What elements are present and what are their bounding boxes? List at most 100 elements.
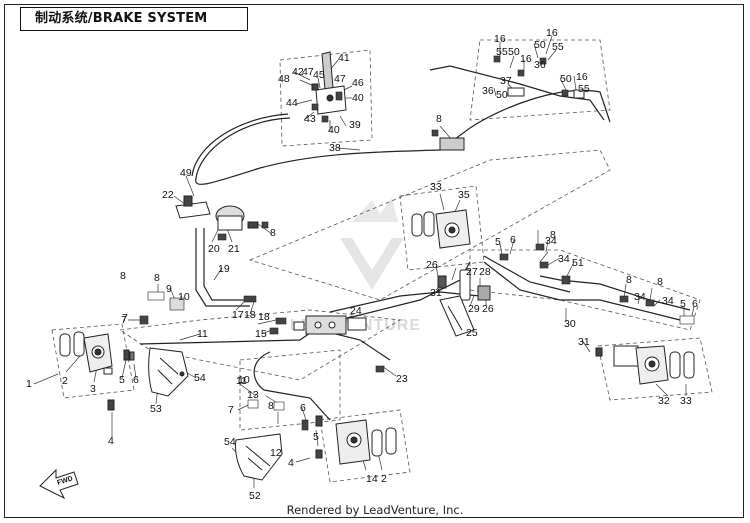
assembly-outlines xyxy=(51,39,713,483)
lower-connector-outline xyxy=(239,349,341,431)
line-to-rear-right xyxy=(539,275,691,311)
fwd-label: FWD xyxy=(56,475,73,487)
callout-52: 52 xyxy=(249,490,261,502)
callout-45: 45 xyxy=(313,69,325,81)
callout-48: 48 xyxy=(278,73,290,85)
callout-39: 39 xyxy=(349,119,361,131)
callout-33: 33 xyxy=(680,395,692,407)
callout-6: 6 xyxy=(300,402,306,414)
callout-19: 19 xyxy=(218,263,230,275)
callout-54: 54 xyxy=(224,436,236,448)
callout-18: 18 xyxy=(258,311,270,323)
callout-4: 4 xyxy=(288,457,294,469)
callout-18: 18 xyxy=(244,309,256,321)
brake-pad-left-a xyxy=(59,333,71,357)
callout-6: 6 xyxy=(692,298,698,310)
callout-7: 7 xyxy=(228,404,234,416)
callout-28: 28 xyxy=(479,266,491,278)
callout-17: 17 xyxy=(232,309,244,321)
callout-38: 38 xyxy=(329,142,341,154)
callout-12: 12 xyxy=(270,447,282,459)
callout-31: 31 xyxy=(430,287,442,299)
callout-3: 3 xyxy=(90,383,96,395)
diagram-title: 制动系统/BRAKE SYSTEM xyxy=(20,7,248,31)
callout-43: 43 xyxy=(304,113,316,125)
callout-32: 32 xyxy=(658,395,670,407)
callout-8: 8 xyxy=(154,272,160,284)
upper-group-outline xyxy=(248,149,611,301)
brake-line-19-inner xyxy=(203,228,250,301)
rear-line-30-inner xyxy=(483,255,571,293)
callout-34: 34 xyxy=(558,253,570,265)
callout-23: 23 xyxy=(396,373,408,385)
callout-11: 11 xyxy=(236,375,247,387)
callout-15: 15 xyxy=(255,328,267,340)
callout-2: 2 xyxy=(62,375,68,387)
callout-30: 30 xyxy=(564,318,576,330)
callout-40: 40 xyxy=(328,124,340,136)
callout-50: 50 xyxy=(560,73,572,85)
callout-22: 22 xyxy=(162,189,174,201)
callout-16: 16 xyxy=(546,27,558,39)
callout-7: 7 xyxy=(121,314,127,326)
callout-29: 29 xyxy=(468,303,480,315)
footer-credit: Rendered by LeadVenture, Inc. xyxy=(286,503,464,517)
callout-8: 8 xyxy=(626,274,632,286)
callout-36: 36 xyxy=(534,59,546,71)
callout-31: 31 xyxy=(578,336,590,348)
callout-35: 35 xyxy=(458,189,470,201)
callout-8: 8 xyxy=(550,229,556,241)
callout-8: 8 xyxy=(120,270,126,282)
callout-5: 5 xyxy=(495,236,501,248)
master-cylinder xyxy=(411,209,471,249)
fwd-arrow: FWD xyxy=(39,468,79,500)
upper-right-outline xyxy=(469,39,611,121)
callout-6: 6 xyxy=(133,374,139,386)
callout-7: 7 xyxy=(122,312,128,324)
callout-5: 5 xyxy=(119,374,125,386)
callout-16: 16 xyxy=(520,53,532,65)
disc-guard-left xyxy=(148,347,189,397)
callout-8: 8 xyxy=(436,113,442,125)
callout-41: 41 xyxy=(338,52,350,64)
callout-24: 24 xyxy=(350,305,362,317)
watermark-logo xyxy=(340,198,404,290)
callout-21: 21 xyxy=(228,243,240,255)
rear-line-30 xyxy=(483,261,681,321)
handbrake-cable-38 xyxy=(195,89,611,185)
callout-5: 5 xyxy=(680,298,686,310)
rear-caliper-outline xyxy=(597,337,713,401)
callout-8: 8 xyxy=(270,227,276,239)
hardware xyxy=(139,55,695,431)
reservoir-group xyxy=(175,195,259,231)
callout-55: 55 xyxy=(578,83,590,95)
front-hose-group-outline xyxy=(118,309,402,381)
brake-line-19 xyxy=(195,228,250,307)
front-line-13 xyxy=(253,351,331,421)
callout-10: 10 xyxy=(238,374,250,386)
callout-37: 37 xyxy=(500,75,512,87)
callout-50: 50 xyxy=(534,39,546,51)
front-right-caliper-outline xyxy=(319,409,411,483)
callout-10: 10 xyxy=(178,291,190,303)
callout-11: 11 xyxy=(197,328,208,340)
bolt-4-left xyxy=(107,399,115,411)
callout-27: 27 xyxy=(466,266,478,278)
disc-guard-right xyxy=(235,433,283,481)
callout-26: 26 xyxy=(426,259,438,271)
callout-47: 47 xyxy=(334,73,346,85)
callout-6: 6 xyxy=(510,234,516,246)
brake-lines xyxy=(139,65,691,421)
callout-42: 42 xyxy=(292,66,304,78)
callout-55: 55 xyxy=(496,46,508,58)
callout-47: 47 xyxy=(302,66,314,78)
brake-pedal-group xyxy=(437,269,491,337)
callout-16: 16 xyxy=(576,71,588,83)
callout-5: 5 xyxy=(313,431,319,443)
callout-36: 36 xyxy=(482,85,494,97)
callout-49: 49 xyxy=(180,167,192,179)
rear-caliper xyxy=(595,345,695,385)
callout-40: 40 xyxy=(352,92,364,104)
